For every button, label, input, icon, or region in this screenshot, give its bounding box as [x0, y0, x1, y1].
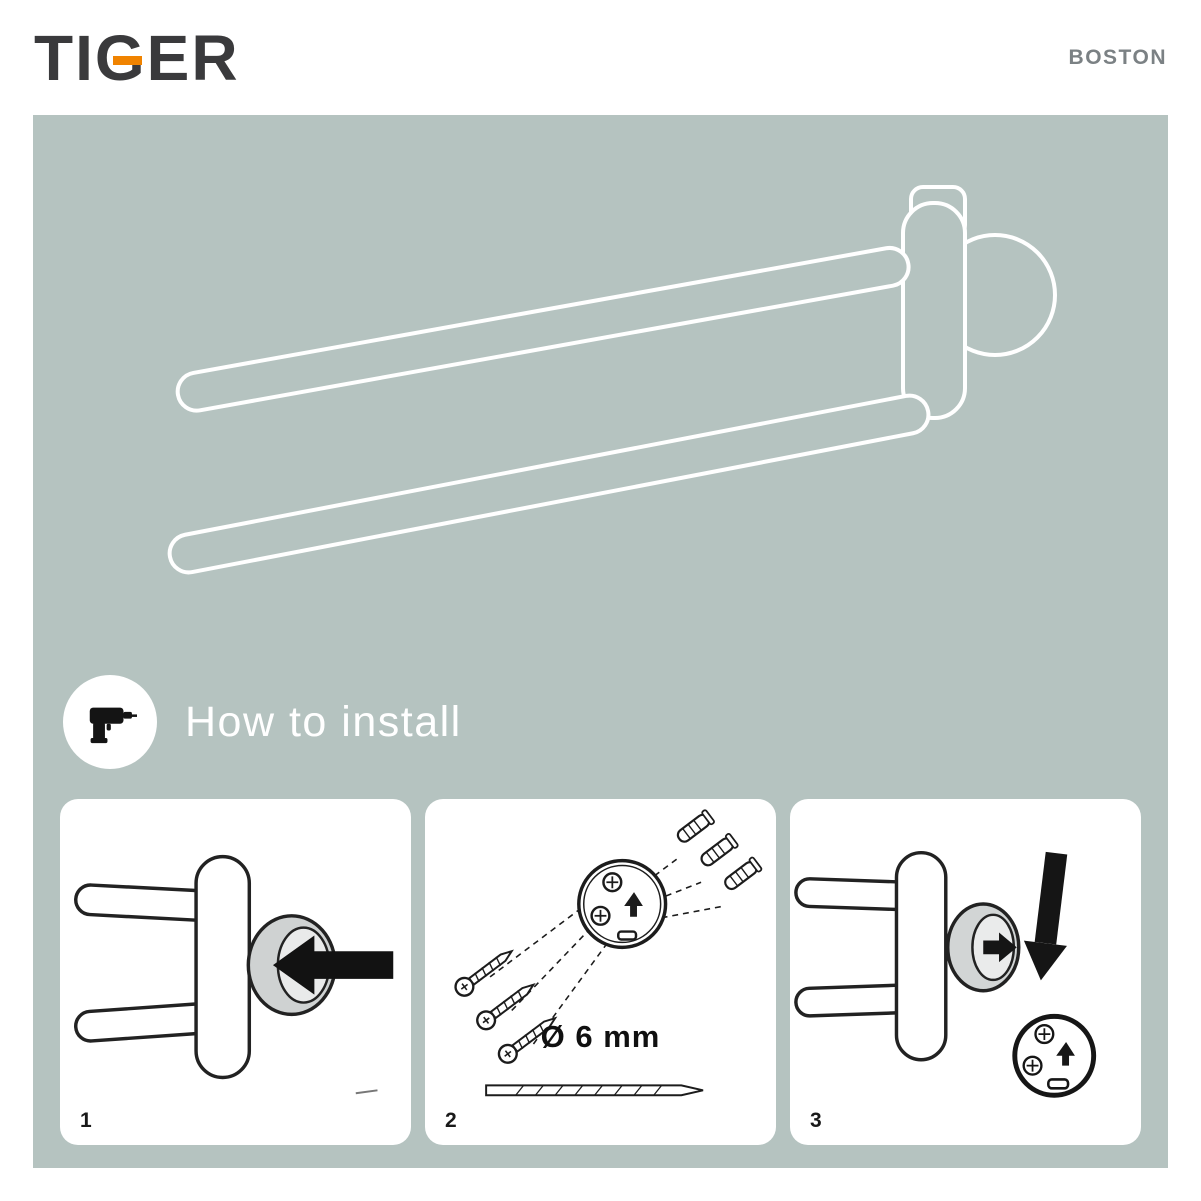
step3-illustration [794, 850, 1097, 1098]
screw-icon [497, 1016, 558, 1064]
post [894, 850, 948, 1062]
wall-plug-icon [724, 856, 763, 891]
arrow-left-icon [272, 935, 394, 995]
towel-rail-illustration [167, 185, 1057, 575]
step2-illustration [454, 809, 763, 1097]
step-card-1: 1 [60, 799, 411, 1145]
step-number: 2 [445, 1109, 457, 1132]
diameter-label: Ø 6 mm [540, 1019, 661, 1054]
wall-plug-icon [700, 833, 739, 867]
screw-icon [476, 982, 536, 1031]
arrow-down-icon [1023, 851, 1068, 981]
product-name: BOSTON [1068, 45, 1167, 69]
brand-logo: T I G E R [34, 26, 240, 90]
header: T I G E R BOSTON [0, 0, 1201, 115]
step-number: 3 [810, 1109, 822, 1132]
drill-bit-icon [485, 1084, 704, 1097]
post [194, 854, 252, 1080]
top-bar-outline [175, 245, 911, 413]
step-number: 1 [80, 1109, 92, 1132]
bottom-bar-outline [167, 393, 931, 575]
step-cards: 1 [60, 799, 1141, 1145]
main-panel: How to install 1 [33, 115, 1168, 1168]
drill-icon-circle [63, 675, 157, 769]
mounting-plate [577, 858, 668, 950]
up-arrow-mark [624, 892, 643, 917]
logo-letter: E [146, 21, 192, 94]
screw-icon [454, 949, 514, 997]
drill-icon [89, 707, 137, 744]
step1-illustration [74, 854, 394, 1095]
mounting-plate-face [1012, 1013, 1097, 1098]
step-card-3: 3 [790, 799, 1141, 1145]
logo-letter: R [191, 21, 240, 94]
arrow-right-icon [983, 932, 1017, 963]
install-section: How to install [63, 675, 462, 769]
logo-letter: I [75, 21, 95, 94]
step-card-2: Ø 6 mm 2 [425, 799, 776, 1145]
up-arrow-mark [1056, 1042, 1075, 1066]
logo-letter-g-orange-bar: G [94, 21, 147, 94]
logo-letter: T [34, 21, 76, 94]
mount-post-outline [901, 201, 967, 420]
wall-plug-icon [676, 809, 715, 843]
install-label: How to install [185, 697, 462, 746]
